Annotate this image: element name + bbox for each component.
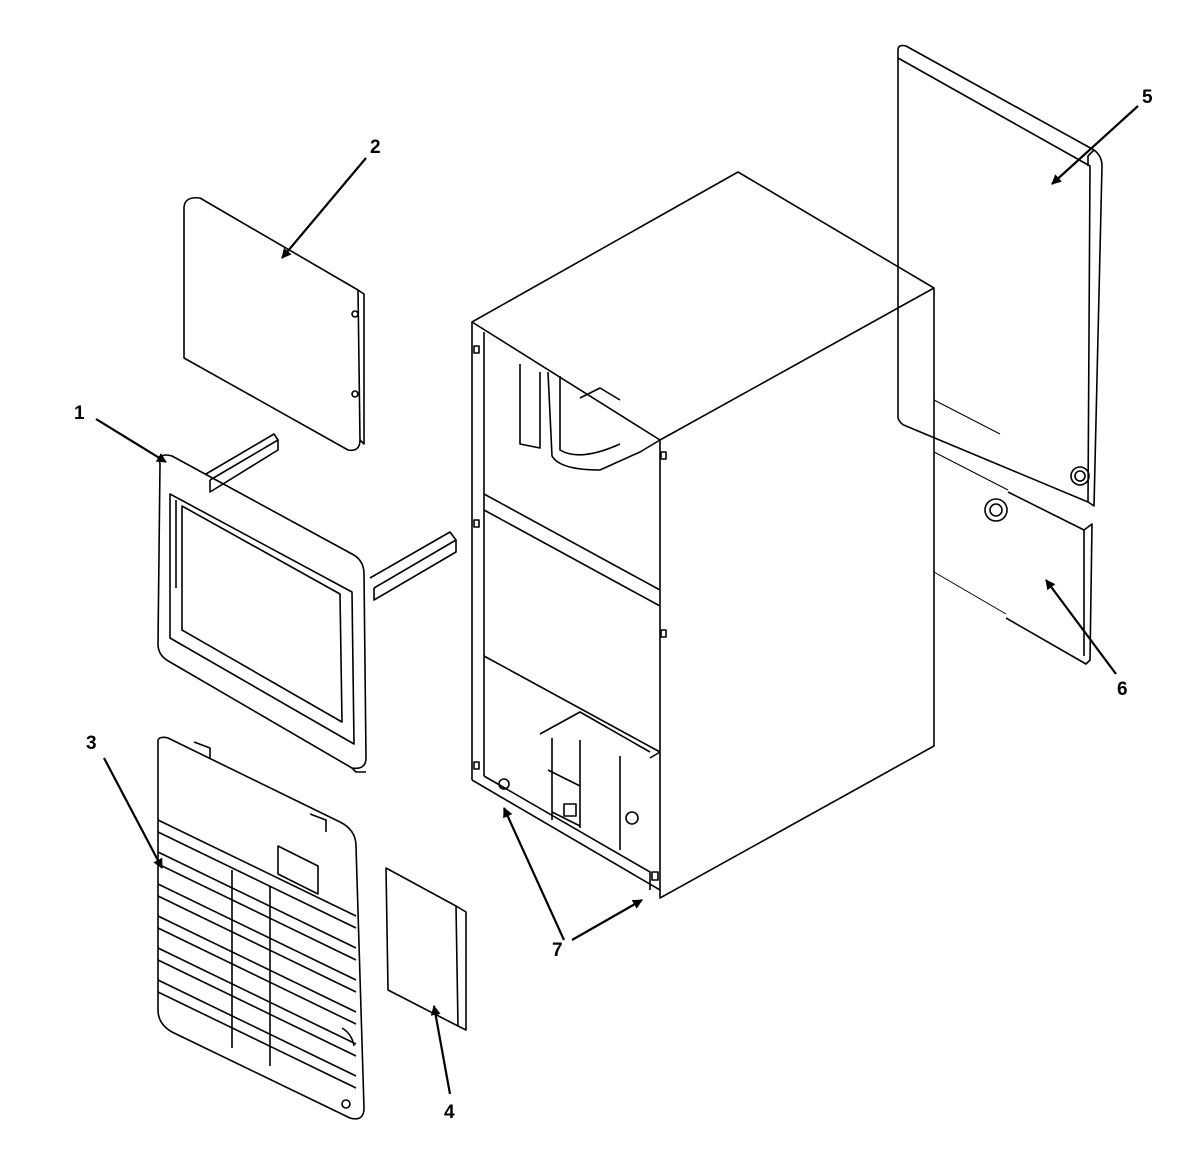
cabinet-body (471, 171, 935, 899)
part-5-rear-panel (897, 44, 1103, 507)
callout-7: 7 (552, 940, 563, 961)
leader-arrows (95, 105, 1139, 1095)
callout-5: 5 (1142, 87, 1153, 108)
part-6-lower-rear-panel (984, 491, 1093, 665)
part-3-grille (157, 736, 365, 1120)
callout-4: 4 (444, 1102, 455, 1123)
callout-6: 6 (1117, 679, 1128, 700)
part-1-front-bezel (157, 433, 457, 773)
part-4-small-panel (385, 867, 467, 1031)
callout-2: 2 (370, 137, 381, 158)
callout-1: 1 (74, 403, 85, 424)
callout-3: 3 (86, 733, 97, 754)
part-2-top-panel (183, 196, 365, 452)
assembly-guide-lines (933, 399, 1009, 615)
